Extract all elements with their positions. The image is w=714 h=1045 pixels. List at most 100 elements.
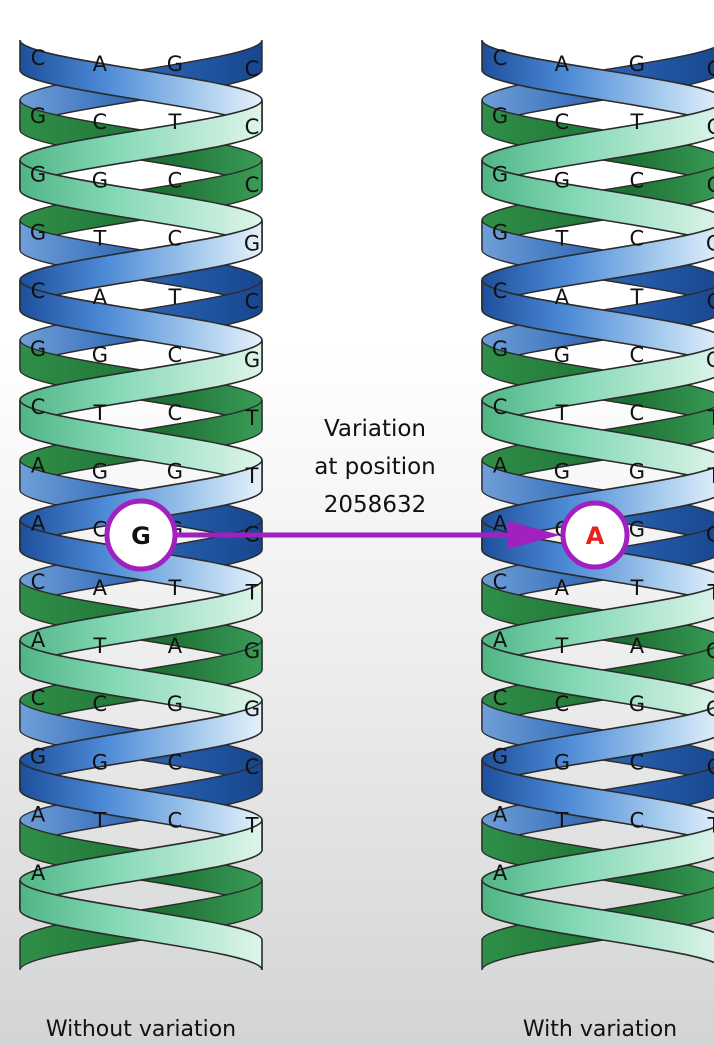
base-letter: C [93,692,108,716]
base-letter: C [245,173,260,197]
variant-base-letter: A [586,522,605,550]
base-letter: C [245,290,260,314]
base-letter: G [706,639,714,663]
front-strand-segment-green [481,399,714,484]
base-letter: T [167,110,181,134]
base-letter: C [168,401,183,425]
variant-base-marker: A [560,500,630,570]
base-letter: C [630,401,645,425]
base-letter: G [629,518,645,542]
base-letter: C [493,46,508,70]
base-letter: C [31,570,46,594]
base-letter: C [93,110,108,134]
base-letter: T [245,813,259,837]
base-letter: A [555,52,570,76]
base-letter: C [630,750,645,774]
base-letter: C [31,279,46,303]
base-letter: T [167,576,181,600]
base-letter: T [92,809,106,833]
base-letter: G [30,104,46,128]
base-letter: A [555,285,570,309]
base-letter: G [92,343,108,367]
base-letter: G [244,639,260,663]
base-letter: C [493,686,508,710]
base-letter: A [31,512,46,536]
base-letter: T [707,581,714,605]
base-letter: G [706,348,714,372]
base-letter: T [707,464,714,488]
base-letter: T [629,576,643,600]
base-letter: C [31,395,46,419]
base-letter: A [493,453,508,477]
base-letter: C [707,290,714,314]
base-letter: A [493,628,508,652]
front-strand-segment-green [481,159,714,244]
base-letter: G [30,337,46,361]
base-letter: G [629,692,645,716]
base-letter: G [706,697,714,721]
variation-arrow-head [508,521,560,549]
base-letter: G [629,52,645,76]
base-letter: G [30,221,46,245]
base-letter: A [93,576,108,600]
base-letter: G [554,343,570,367]
front-strand-segment-blue [481,759,714,844]
base-letter: C [493,395,508,419]
base-letter: G [492,744,508,768]
base-letter: C [630,227,645,251]
base-letter: C [168,750,183,774]
annotation-line-2: at position [314,454,436,480]
base-letter: A [31,861,46,885]
front-strand-segment-green [19,879,263,971]
base-letter: A [93,285,108,309]
base-letter: G [629,459,645,483]
base-letter: T [92,227,106,251]
caption-with-variation: With variation [523,1017,677,1042]
base-letter: A [493,861,508,885]
base-letter: G [167,459,183,483]
base-letter: T [554,227,568,251]
helix-without-variation: CGGGCGCAACACGAAACGTAGTGCATCGTGTCCTCCGGTA… [19,39,263,971]
base-letter: G [92,750,108,774]
base-letter: C [493,570,508,594]
base-letter: A [31,453,46,477]
base-letter: C [168,809,183,833]
base-letter: G [554,168,570,192]
base-letter: C [707,57,714,81]
base-letter: C [707,173,714,197]
base-letter: C [168,343,183,367]
base-letter: C [630,343,645,367]
base-letter: T [707,406,714,430]
front-strand-segment-blue [481,279,714,364]
original-base-marker: G [104,498,178,572]
base-letter: A [31,803,46,827]
base-letter: T [629,110,643,134]
base-letter: T [554,634,568,658]
base-letter: G [244,697,260,721]
base-letter: T [707,813,714,837]
base-letter: G [706,231,714,255]
base-letter: G [244,231,260,255]
base-letter: C [168,227,183,251]
base-letter: G [167,692,183,716]
base-letter: T [92,634,106,658]
base-letter: G [706,522,714,546]
base-letter: C [707,115,714,139]
base-letter: G [492,104,508,128]
base-letter: C [245,755,260,779]
base-letter: C [493,279,508,303]
base-letter: G [492,162,508,186]
base-letter: G [554,750,570,774]
front-strand-segment-green [481,879,714,964]
base-letter: T [167,285,181,309]
base-letter: G [492,221,508,245]
base-letter: C [31,686,46,710]
base-letter: A [168,634,183,658]
base-letter: A [493,803,508,827]
base-letter: A [93,52,108,76]
base-letter: C [31,46,46,70]
base-letter: C [630,168,645,192]
base-letter: C [168,168,183,192]
